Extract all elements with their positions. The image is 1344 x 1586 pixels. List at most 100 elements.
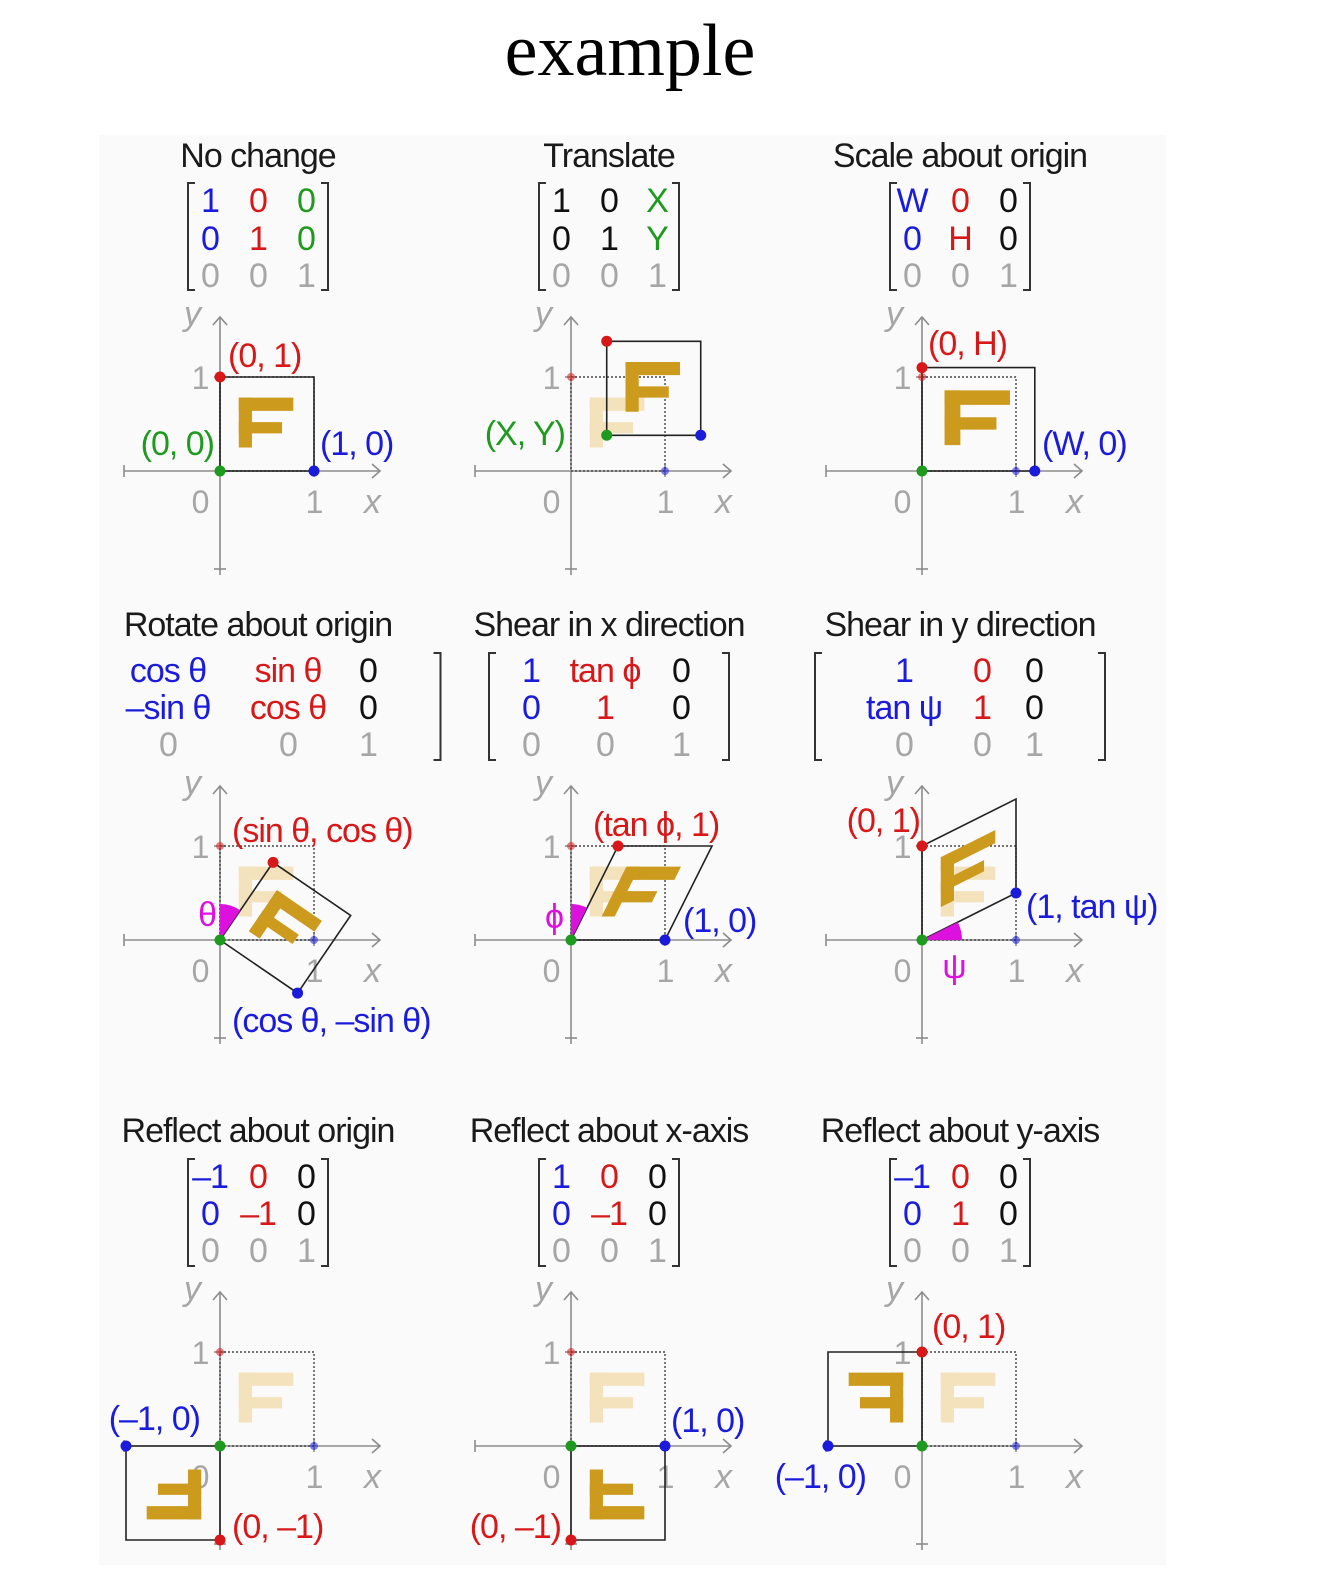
matrix-cell: 0 bbox=[999, 1195, 1017, 1233]
matrix-cell: 1 bbox=[552, 182, 570, 220]
unit-square-transformed bbox=[921, 366, 1036, 472]
matrix-cell: 0 bbox=[596, 726, 614, 764]
origin-label: 0 bbox=[543, 484, 560, 520]
unit-square-original bbox=[219, 1351, 315, 1447]
y-axis-arrow bbox=[563, 315, 579, 326]
matrix-cell: 0 bbox=[552, 257, 570, 295]
origin-label: 0 bbox=[543, 1459, 560, 1495]
matrix-cell: 0 bbox=[552, 1232, 570, 1270]
x-one-label: 1 bbox=[657, 953, 674, 989]
matrix-cell: tan ϕ bbox=[570, 652, 641, 690]
y-one-label: 1 bbox=[192, 829, 209, 865]
matrix-cell: 0 bbox=[249, 1158, 267, 1196]
y-one-label: 1 bbox=[543, 829, 560, 865]
y-axis-arrow bbox=[914, 784, 930, 795]
original-x-point bbox=[310, 1442, 318, 1450]
matrix-cell: 1 bbox=[600, 220, 618, 258]
original-y-point bbox=[918, 373, 926, 381]
y-axis-label: y bbox=[182, 1270, 203, 1308]
y-axis-arrow bbox=[914, 1290, 930, 1301]
point-annotation: (0, 1) bbox=[847, 802, 920, 840]
origin-point bbox=[565, 934, 577, 946]
point-annotation: ψ bbox=[942, 948, 965, 986]
matrix-bracket-left bbox=[889, 182, 897, 291]
point-annotation: ϕ bbox=[545, 898, 563, 936]
panel-title: Rotate about origin bbox=[124, 606, 392, 644]
y-axis-label: y bbox=[884, 1270, 905, 1308]
letter-f-transformed bbox=[625, 386, 669, 398]
letter-f-transformed bbox=[238, 397, 294, 411]
transformed-x-point bbox=[695, 429, 707, 441]
letter-f-ghost bbox=[238, 1372, 294, 1386]
point-annotation: (1, 0) bbox=[671, 1402, 744, 1440]
x-axis-label: x bbox=[362, 952, 382, 990]
panel-reflect-origin: Reflect about origin–1000–10001011xy(–1,… bbox=[109, 1112, 395, 1550]
matrix-cell: 0 bbox=[951, 182, 969, 220]
x-axis-arrow bbox=[371, 1438, 382, 1454]
letter-f-transformed bbox=[940, 830, 996, 871]
original-x-point bbox=[1012, 1442, 1020, 1450]
transformed-y-point bbox=[214, 1534, 226, 1546]
transformed-y-point bbox=[267, 856, 279, 868]
transformed-x-point bbox=[308, 465, 320, 477]
unit-square-transformed bbox=[605, 340, 702, 437]
matrix-bracket-right bbox=[321, 1158, 329, 1267]
matrix-cell: 0 bbox=[672, 652, 690, 690]
matrix-bracket-left bbox=[488, 652, 496, 761]
matrix-cell: 0 bbox=[973, 652, 991, 690]
page-title: example bbox=[504, 10, 756, 92]
letter-f-transformed bbox=[625, 361, 681, 376]
matrix-bracket-right bbox=[672, 182, 680, 291]
matrix-bracket-right bbox=[321, 182, 329, 291]
matrix-cell: 0 bbox=[951, 1232, 969, 1270]
matrix-cell: 1 bbox=[895, 652, 913, 690]
x-axis-label: x bbox=[1064, 952, 1084, 990]
origin-point bbox=[214, 1440, 226, 1452]
origin-point bbox=[916, 1440, 928, 1452]
angle-wedge bbox=[571, 904, 588, 940]
origin-point bbox=[565, 1440, 577, 1452]
original-y-point bbox=[216, 842, 224, 850]
matrix-cell: 1 bbox=[522, 652, 540, 690]
transformed-y-point bbox=[612, 840, 624, 852]
unit-square-transformed bbox=[827, 1351, 923, 1447]
unit-square-original bbox=[570, 376, 666, 472]
point-annotation: (cos θ, –sin θ) bbox=[232, 1002, 431, 1040]
letter-f-ghost bbox=[589, 1397, 634, 1409]
matrix-cell: 1 bbox=[999, 1232, 1017, 1270]
point-annotation: (X, Y) bbox=[485, 415, 565, 453]
matrix-bracket-right bbox=[1023, 182, 1031, 291]
matrix-bracket-right bbox=[1023, 1158, 1031, 1267]
y-axis-arrow bbox=[563, 784, 579, 795]
origin-point bbox=[601, 429, 613, 441]
x-axis-arrow bbox=[1073, 463, 1084, 479]
x-one-label: 1 bbox=[1008, 484, 1025, 520]
x-one-label: 1 bbox=[306, 484, 323, 520]
matrix-cell: 0 bbox=[1025, 652, 1043, 690]
matrix-cell: –1 bbox=[192, 1158, 228, 1196]
matrix-cell: 0 bbox=[895, 726, 913, 764]
matrix-cell: 0 bbox=[552, 1195, 570, 1233]
letter-f-ghost bbox=[940, 1372, 996, 1386]
matrix-cell: –sin θ bbox=[126, 689, 211, 727]
origin-point bbox=[916, 465, 928, 477]
x-axis-label: x bbox=[1064, 1458, 1084, 1496]
matrix-cell: 0 bbox=[297, 1195, 315, 1233]
origin-label: 0 bbox=[894, 484, 911, 520]
matrix-bracket-left bbox=[187, 1158, 195, 1267]
letter-f-transformed bbox=[940, 860, 985, 893]
x-axis-label: x bbox=[713, 1458, 733, 1496]
matrix-cell: 1 bbox=[1025, 726, 1043, 764]
x-axis-arrow bbox=[371, 932, 382, 948]
matrix-cell: 0 bbox=[552, 220, 570, 258]
matrix-cell: X bbox=[646, 182, 668, 220]
y-one-label: 1 bbox=[192, 1335, 209, 1371]
matrix-cell: 0 bbox=[359, 652, 377, 690]
unit-square-original bbox=[219, 845, 315, 941]
